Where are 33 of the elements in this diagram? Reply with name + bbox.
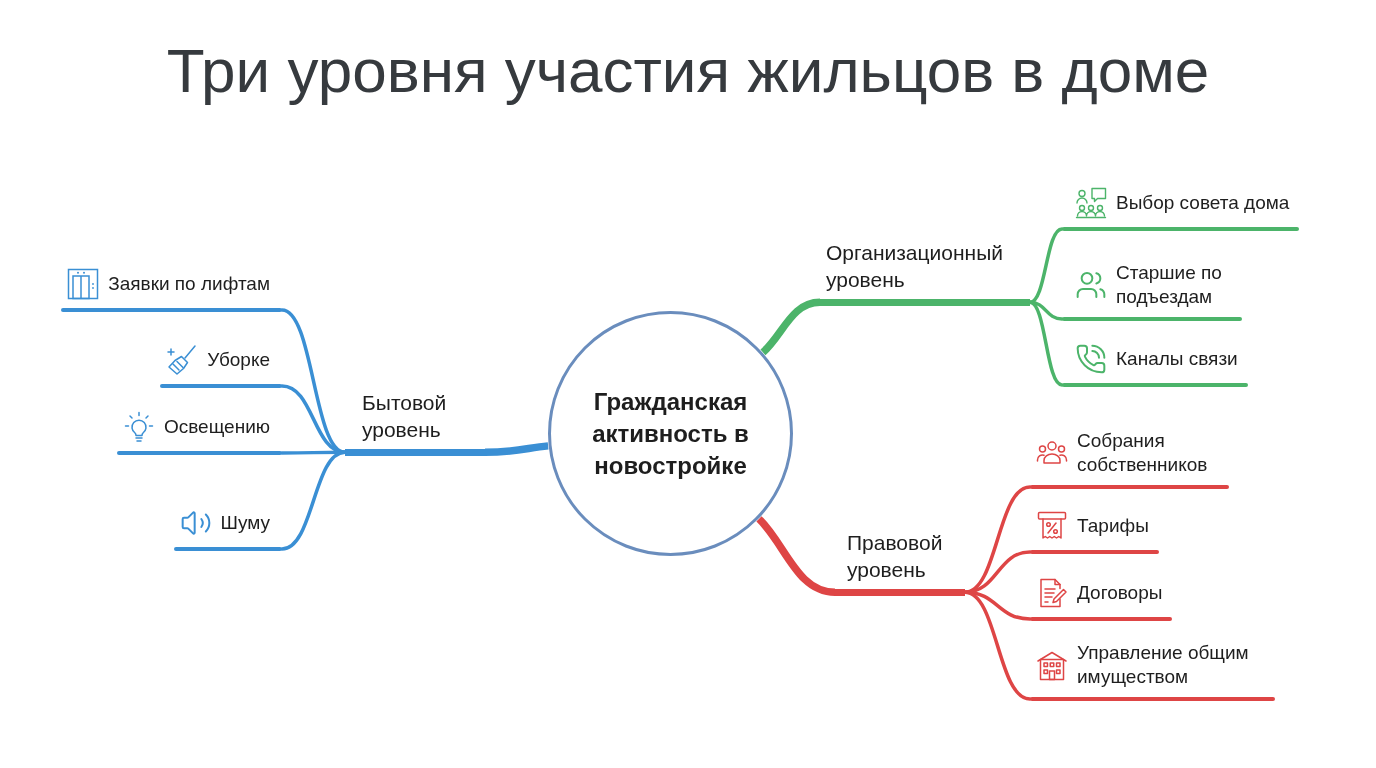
level-label: Бытовой уровень [362,389,448,443]
subtopic-label: Старшие по подъездам [1116,261,1223,309]
subtopic-label: Освещению [163,415,270,439]
subtopic-label: Уборке [207,348,270,372]
subtopic-item [1030,510,1159,554]
subtopic-label: Собрания собственников [1077,429,1209,477]
main-branch-line [760,298,821,356]
main-branch-line [484,442,549,456]
central-topic: Гражданская активность в новостройке [591,386,750,481]
level-label: Правовой уровень [847,529,944,583]
subtopic-item [1062,187,1300,231]
branch-line [963,550,1032,594]
subtopic-item [61,268,282,312]
subtopic-label: Выбор совета дома [1116,191,1290,215]
subtopic-item [1030,429,1229,489]
branch-line [963,590,1032,701]
subtopic-item [1030,577,1173,621]
branch-line [280,384,347,454]
subtopic-label: Каналы связи [1116,347,1238,371]
level-label: Организационный уровень [826,239,1004,293]
subtopic-label: Тарифы [1077,514,1149,538]
subtopic-label: Договоры [1077,581,1163,605]
subtopic-item [160,344,282,388]
subtopic-label: Заявки по лифтам [108,272,270,296]
branch-line [280,450,347,551]
branch-line [1028,227,1064,304]
branch-line [1028,300,1064,387]
subtopic-label: Шуму [220,511,270,535]
diagram-title: Три уровня участия жильцов в доме [165,35,1211,107]
subtopic-label: Управление общим имуществом [1077,641,1250,689]
subtopic-item [116,411,282,455]
subtopic-item [1062,343,1248,387]
main-branch-line [756,516,836,596]
